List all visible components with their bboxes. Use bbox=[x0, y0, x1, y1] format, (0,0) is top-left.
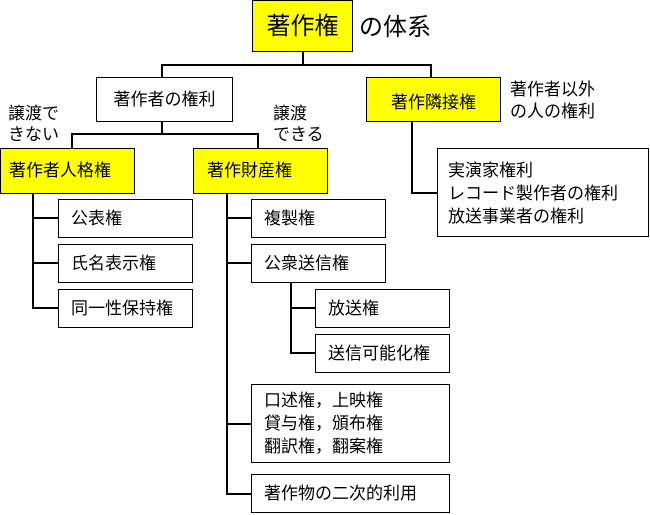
connector-line bbox=[161, 64, 431, 66]
other-rights-line: 翻訳権，翻案権 bbox=[264, 437, 383, 457]
derivative-use-box: 著作物の二次的利用 bbox=[251, 474, 450, 513]
reproduction-right-label: 複製権 bbox=[264, 208, 315, 229]
connector-line bbox=[411, 121, 413, 193]
connector-line bbox=[32, 262, 58, 264]
connector-line bbox=[226, 193, 228, 494]
moral-right-label: 同一性保持権 bbox=[71, 298, 173, 319]
other-rights-box: 口述権，上映権 貸与権，頒布権 翻訳権，翻案権 bbox=[251, 384, 450, 463]
holder-record-producer: レコード製作者の権利 bbox=[448, 184, 618, 204]
making-transmittable-right-label: 送信可能化権 bbox=[328, 343, 430, 364]
connector-line bbox=[71, 133, 258, 135]
connector-line bbox=[290, 307, 315, 309]
other-rights-line: 口述権，上映権 bbox=[264, 391, 383, 411]
connector-line bbox=[290, 352, 315, 354]
title-main: 著作権 bbox=[266, 12, 339, 40]
derivative-use-label: 著作物の二次的利用 bbox=[264, 483, 417, 504]
property-rights-box: 著作財産権 bbox=[193, 148, 328, 194]
connector-line bbox=[32, 307, 58, 309]
connector-line bbox=[290, 282, 292, 353]
making-transmittable-right-box: 送信可能化権 bbox=[315, 334, 450, 373]
holder-broadcaster: 放送事業者の権利 bbox=[448, 207, 584, 227]
connector-line bbox=[226, 217, 251, 219]
public-transmission-right-box: 公衆送信権 bbox=[251, 244, 386, 283]
neighboring-rights-label: 著作隣接権 bbox=[391, 92, 476, 113]
moral-right-label: 公表権 bbox=[71, 208, 122, 229]
other-rights-line: 貸与権，頒布権 bbox=[264, 414, 383, 434]
connector-line bbox=[161, 121, 163, 134]
neighboring-rights-note: 著作者以外 の人の権利 bbox=[510, 80, 595, 122]
connector-line bbox=[226, 493, 251, 495]
property-rights-label: 著作財産権 bbox=[207, 161, 292, 181]
connector-line bbox=[226, 423, 251, 425]
moral-right-item: 氏名表示権 bbox=[58, 244, 193, 283]
neighboring-rights-box: 著作隣接権 bbox=[366, 77, 501, 122]
connector-line bbox=[430, 64, 432, 77]
holder-performer: 実演家権利 bbox=[448, 161, 533, 181]
reproduction-right-box: 複製権 bbox=[251, 199, 386, 238]
title-suffix: の体系 bbox=[359, 13, 431, 41]
connector-line bbox=[411, 192, 437, 194]
connector-line bbox=[302, 51, 304, 65]
moral-right-item: 公表権 bbox=[58, 199, 193, 238]
connector-line bbox=[161, 64, 163, 77]
author-rights-box: 著作者の権利 bbox=[96, 77, 233, 122]
connector-line bbox=[257, 133, 259, 148]
broadcast-right-label: 放送権 bbox=[328, 298, 379, 319]
connector-line bbox=[32, 193, 34, 308]
public-transmission-right-label: 公衆送信権 bbox=[264, 253, 349, 274]
moral-right-label: 氏名表示権 bbox=[71, 253, 156, 274]
connector-line bbox=[226, 262, 251, 264]
neighboring-holders-box: 実演家権利 レコード製作者の権利 放送事業者の権利 bbox=[437, 148, 649, 237]
author-rights-label: 著作者の権利 bbox=[113, 89, 216, 110]
connector-line bbox=[32, 217, 58, 219]
broadcast-right-box: 放送権 bbox=[315, 289, 450, 328]
transferable-note: 譲渡 できる bbox=[273, 104, 324, 145]
moral-right-item: 同一性保持権 bbox=[58, 289, 193, 328]
non-transferable-note: 譲渡で きない bbox=[8, 104, 59, 145]
title-box: 著作権 bbox=[252, 0, 353, 52]
moral-rights-box: 著作者人格権 bbox=[0, 148, 135, 194]
moral-rights-label: 著作者人格権 bbox=[9, 161, 111, 181]
connector-line bbox=[71, 133, 73, 148]
